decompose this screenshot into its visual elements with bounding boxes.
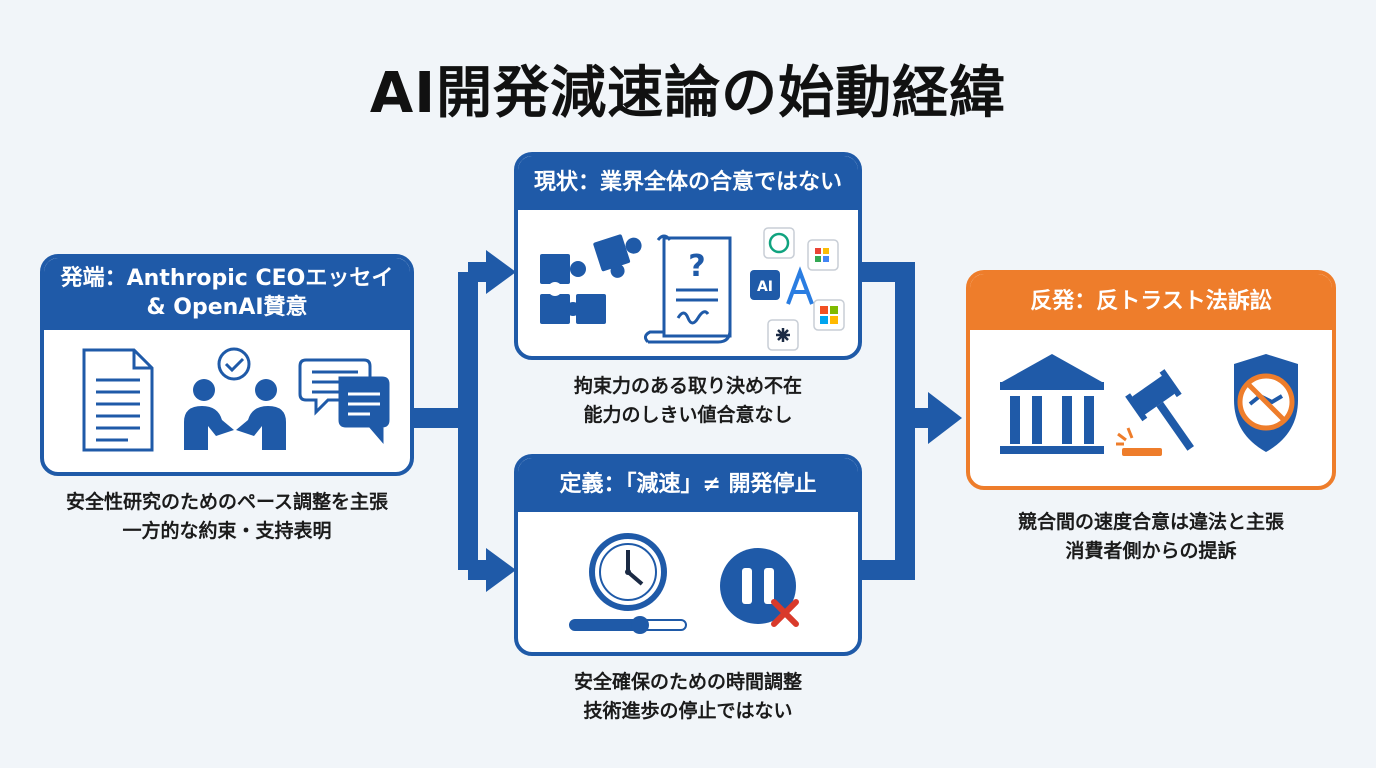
arrowhead-status <box>486 250 516 294</box>
origin-caption: 安全性研究のためのペース調整を主張 一方的な約束・支持表明 <box>40 488 414 545</box>
backlash-caption: 競合間の速度合意は違法と主張 消費者側からの提訴 <box>966 508 1336 565</box>
document-icon <box>82 348 154 452</box>
clock-slider-icon <box>569 533 687 634</box>
definition-caption-line1: 安全確保のための時間調整 <box>573 671 802 693</box>
status-caption-line1: 拘束力のある取り決め不在 <box>573 375 802 397</box>
speech-bubbles-icon <box>298 358 390 445</box>
origin-card: 発端：Anthropic CEOエッセイ & OpenAI賛意 <box>40 254 414 476</box>
backlash-caption-line2: 消費者側からの提訴 <box>1065 539 1237 562</box>
origin-caption-line2: 一方的な約束・支持表明 <box>122 519 332 542</box>
svg-text:?: ? <box>688 249 705 284</box>
status-caption: 拘束力のある取り決め不在 能力のしきい値合意なし <box>514 372 862 429</box>
backlash-card-header: 反発：反トラスト法訴訟 <box>970 274 1332 330</box>
origin-icons <box>82 347 390 452</box>
arrowhead-definition <box>486 548 516 592</box>
definition-caption: 安全確保のための時間調整 技術進歩の停止ではない <box>514 668 862 725</box>
connector-status-out <box>860 262 915 580</box>
courthouse-icon <box>1000 354 1104 454</box>
definition-icons <box>569 533 799 634</box>
page-title: AI開発減速論の始動経緯 <box>369 61 1007 126</box>
logo-ai-text: AI <box>757 279 773 295</box>
status-caption-line2: 能力のしきい値合意なし <box>583 403 793 426</box>
contract-scroll-icon: ? <box>643 234 732 344</box>
logo-a-mark <box>786 266 814 305</box>
definition-card-header: 定義：「減速」≠ 開発停止 <box>518 458 858 512</box>
origin-header-line2: & OpenAI賛意 <box>146 295 308 320</box>
antitrust-shield-icon <box>1234 354 1298 452</box>
puzzle-icon <box>540 234 642 324</box>
definition-caption-line2: 技術進歩の停止ではない <box>583 699 793 722</box>
connector-origin-split <box>410 272 478 570</box>
logo-tile-3 <box>750 270 780 300</box>
origin-caption-line1: 安全性研究のためのペース調整を主張 <box>65 491 389 513</box>
status-icons: ? AI <box>540 227 845 351</box>
backlash-card: 反発：反トラスト法訴訟 <box>966 270 1336 490</box>
logo-tile-4 <box>813 299 845 331</box>
backlash-caption-line1: 競合間の速度合意は違法と主張 <box>1017 511 1284 533</box>
status-card-header: 現状：業界全体の合意ではない <box>518 156 858 210</box>
gavel-icon <box>1116 369 1194 456</box>
origin-header-line1: 発端：Anthropic CEOエッセイ <box>60 266 394 292</box>
backlash-icons <box>1000 354 1298 456</box>
company-logo-cluster: AI <box>750 227 845 351</box>
status-card: 現状：業界全体の合意ではない ? <box>514 152 862 360</box>
origin-card-header: 発端：Anthropic CEOエッセイ & OpenAI賛意 <box>44 258 410 330</box>
logo-tile-2 <box>807 239 839 271</box>
pause-stop-icon <box>720 548 799 627</box>
logo-tile-1 <box>763 227 795 259</box>
arrowhead-backlash <box>928 392 962 444</box>
handshake-people-icon <box>184 347 286 450</box>
definition-card: 定義：「減速」≠ 開発停止 <box>514 454 862 656</box>
